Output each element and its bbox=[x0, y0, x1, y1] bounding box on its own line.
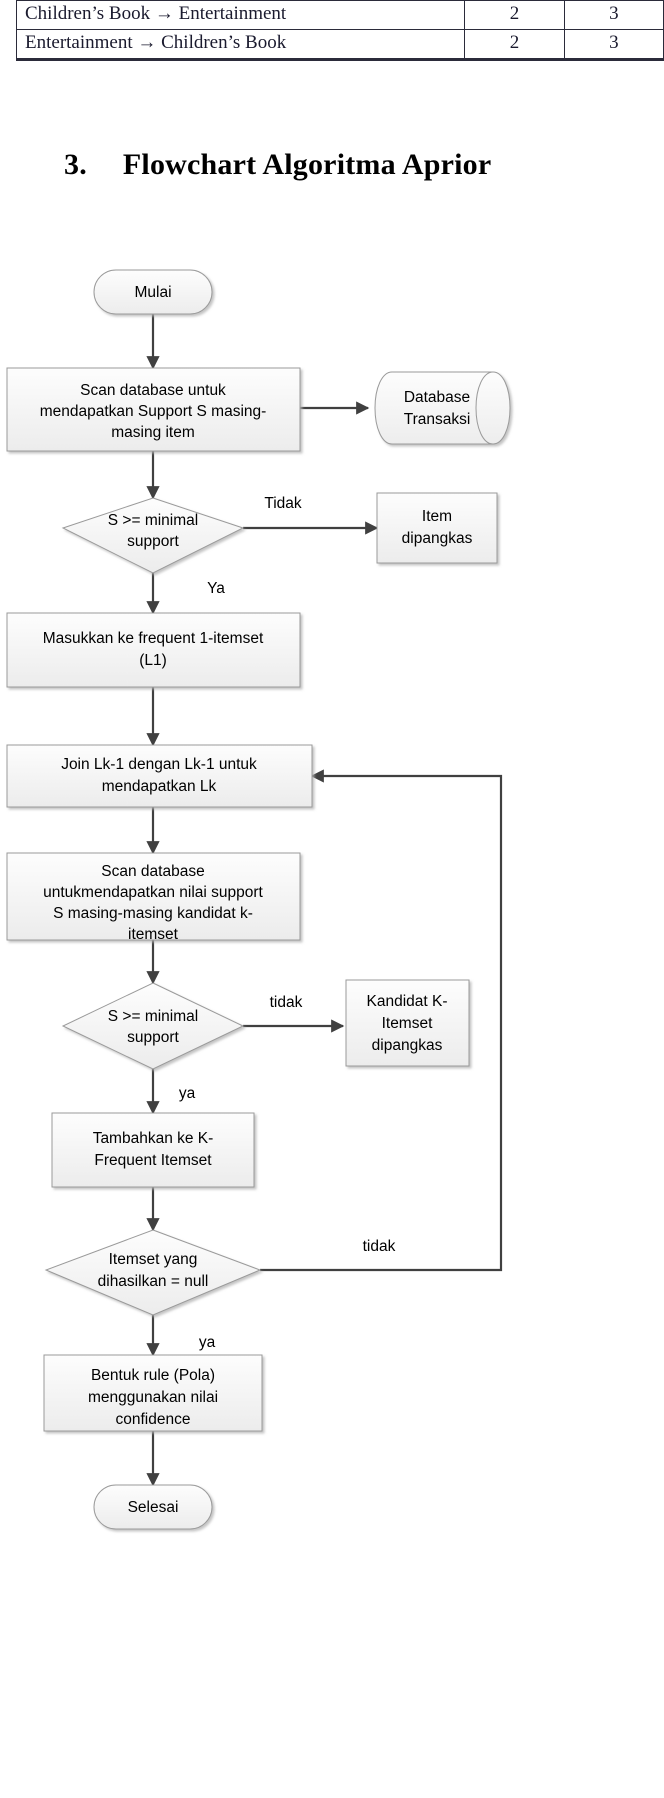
node-decision-2[interactable]: S >= minimal support bbox=[61, 982, 245, 1070]
table-body: Children’s Book → Entertainment 2 3 Ente… bbox=[15, 0, 664, 61]
node-tambahkan-frequent-itemset[interactable]: Tambahkan ke K- Frequent Itemset bbox=[51, 1112, 255, 1188]
node-end-shape bbox=[93, 1484, 213, 1530]
apriori-flowchart: Mulai Scan database untuk mendapatkan Su… bbox=[6, 269, 511, 1530]
table-cell-value-1: 2 bbox=[464, 0, 565, 30]
node-scan-database-2-line-1: Scan database bbox=[101, 863, 204, 880]
table-cell-value-1: 2 bbox=[464, 29, 565, 61]
node-scan-database-2[interactable]: Scan database untukmendapatkan nilai sup… bbox=[6, 852, 301, 943]
node-join-lk-line-1: Join Lk-1 dengan Lk-1 untuk bbox=[61, 756, 257, 773]
node-end[interactable]: Selesai bbox=[93, 1484, 213, 1530]
node-kandidat-dipangkas-line-1: Kandidat K- bbox=[367, 993, 448, 1010]
node-decision-2-shape bbox=[61, 982, 245, 1070]
table-cell-rule: Children’s Book → Entertainment bbox=[15, 0, 466, 30]
node-bentuk-rule-line-1: Bentuk rule (Pola) bbox=[91, 1367, 215, 1384]
node-kandidat-dipangkas[interactable]: Kandidat K- Itemset dipangkas bbox=[345, 979, 470, 1067]
node-join-lk-shape bbox=[6, 744, 313, 808]
node-scan-database-2-line-4: itemset bbox=[128, 926, 179, 943]
connectors bbox=[146, 308, 503, 1487]
node-item-dipangkas-line-1: Item bbox=[422, 508, 452, 525]
node-kandidat-dipangkas-shape bbox=[345, 979, 470, 1067]
node-scan-database-1[interactable]: Scan database untuk mendapatkan Support … bbox=[6, 367, 301, 452]
table-cell-value-2: 3 bbox=[563, 29, 664, 61]
table-cell-value-2: 3 bbox=[563, 0, 664, 30]
node-frequent-1-itemset[interactable]: Masukkan ke frequent 1-itemset (L1) bbox=[6, 612, 301, 688]
edge-label-decision2-no: tidak bbox=[270, 994, 303, 1011]
node-decision-3-line-1: Itemset yang bbox=[109, 1251, 198, 1268]
node-kandidat-dipangkas-line-3: dipangkas bbox=[372, 1037, 443, 1054]
node-scan-database-2-shape bbox=[6, 852, 301, 941]
table-row: Entertainment → Children’s Book 2 3 bbox=[15, 29, 664, 61]
node-decision-3-line-2: dihasilkan = null bbox=[98, 1273, 209, 1290]
node-database-transaksi-line-1: Database bbox=[404, 389, 470, 406]
node-database-transaksi-line-2: Transaksi bbox=[404, 411, 471, 428]
table-row: Children’s Book → Entertainment 2 3 bbox=[15, 0, 664, 30]
node-tambahkan-line-2: Frequent Itemset bbox=[94, 1152, 212, 1169]
node-bentuk-rule[interactable]: Bentuk rule (Pola) menggunakan nilai con… bbox=[43, 1354, 263, 1432]
node-join-lk-line-2: mendapatkan Lk bbox=[102, 778, 217, 795]
node-scan-database-2-line-3: S masing-masing kandidat k- bbox=[53, 905, 253, 922]
node-decision-1-line-1: S >= minimal bbox=[108, 512, 198, 529]
node-scan-database-1-line-2: mendapatkan Support S masing- bbox=[40, 403, 267, 420]
edge-label-decision3-yes: ya bbox=[199, 1334, 216, 1351]
node-kandidat-dipangkas-line-2: Itemset bbox=[382, 1015, 434, 1032]
node-frequent-1-itemset-line-1: Masukkan ke frequent 1-itemset bbox=[43, 630, 264, 647]
node-decision-1[interactable]: S >= minimal support bbox=[61, 497, 245, 574]
node-decision-2-line-1: S >= minimal bbox=[108, 1008, 198, 1025]
node-decision-1-shape bbox=[61, 497, 245, 574]
node-scan-database-1-line-3: masing item bbox=[111, 424, 195, 441]
cylinder-end-cap bbox=[475, 371, 494, 445]
edge-label-decision2-yes: ya bbox=[179, 1085, 196, 1102]
association-rules-table: Children’s Book → Entertainment 2 3 Ente… bbox=[15, 0, 664, 61]
node-decision-3-shape bbox=[44, 1229, 262, 1316]
edge-label-decision1-yes: Ya bbox=[207, 580, 225, 597]
node-bentuk-rule-line-3: confidence bbox=[116, 1411, 191, 1428]
node-database-transaksi-shape bbox=[374, 371, 511, 445]
section-title: Flowchart Algoritma Aprior bbox=[122, 148, 492, 181]
node-decision-3[interactable]: Itemset yang dihasilkan = null bbox=[44, 1229, 262, 1316]
node-end-label: Selesai bbox=[128, 1499, 179, 1516]
node-item-dipangkas[interactable]: Item dipangkas bbox=[376, 492, 498, 564]
edge-label-decision1-no: Tidak bbox=[264, 495, 302, 512]
node-join-lk[interactable]: Join Lk-1 dengan Lk-1 untuk mendapatkan … bbox=[6, 744, 313, 808]
node-start-label: Mulai bbox=[134, 284, 171, 301]
node-scan-database-2-line-2: untukmendapatkan nilai support bbox=[43, 884, 263, 901]
node-tambahkan-frequent-itemset-shape bbox=[51, 1112, 255, 1188]
node-bentuk-rule-line-2: menggunakan nilai bbox=[88, 1389, 218, 1406]
node-scan-database-1-line-1: Scan database untuk bbox=[80, 382, 226, 399]
node-decision-2-line-2: support bbox=[127, 1029, 179, 1046]
table-cell-rule: Entertainment → Children’s Book bbox=[15, 29, 466, 61]
section-heading: 3. Flowchart Algoritma Aprior bbox=[0, 148, 664, 182]
node-bentuk-rule-shape bbox=[43, 1354, 263, 1432]
node-database-transaksi[interactable]: Database Transaksi bbox=[374, 371, 511, 445]
node-tambahkan-line-1: Tambahkan ke K- bbox=[93, 1130, 214, 1147]
section-number: 3. bbox=[64, 148, 87, 181]
node-scan-database-1-shape bbox=[6, 367, 301, 452]
node-decision-1-line-2: support bbox=[127, 533, 179, 550]
node-item-dipangkas-line-2: dipangkas bbox=[402, 530, 473, 547]
node-frequent-1-itemset-shape bbox=[6, 612, 301, 688]
node-frequent-1-itemset-line-2: (L1) bbox=[139, 652, 167, 669]
edge-label-decision3-no: tidak bbox=[363, 1238, 396, 1255]
node-start[interactable]: Mulai bbox=[93, 269, 213, 315]
node-start-shape bbox=[93, 269, 213, 315]
connector-decision3-no-loop bbox=[260, 769, 503, 1272]
node-item-dipangkas-shape bbox=[376, 492, 498, 564]
